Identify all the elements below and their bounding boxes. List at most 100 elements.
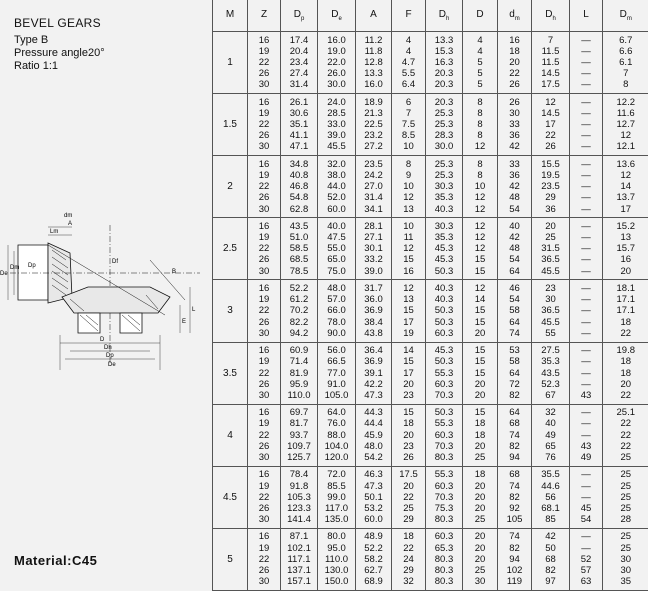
table-value: 74 [509,480,520,492]
table-value: — [581,181,591,193]
table-value: 19.5 [541,169,560,181]
table-value: 31.5 [541,243,560,255]
table-value: 26 [258,68,270,80]
table-value: 11.6 [616,107,635,119]
table-value: 33 [509,119,520,131]
table-header-row: M Z Dp De A F Dh D dm Dh L Dm [212,0,648,32]
table-value: 12 [403,192,414,204]
table-value: 70.3 [434,491,454,503]
table-value: 35.3 [434,232,454,244]
table-value: 15 [474,254,486,266]
table-value: 82 [509,440,520,452]
table-value: 45.3 [434,254,454,266]
table-value: 8 [477,169,483,181]
table-value: 17.4 [289,34,309,46]
table-value: 45.5 [541,316,560,328]
table-value: 68 [545,553,556,565]
table-value: 7 [623,68,629,80]
table-value: 30 [258,203,270,215]
table-value: 49 [580,452,592,464]
table-value: 16 [258,34,270,46]
table-value: 36.9 [364,305,383,317]
table-value: 23 [403,440,414,452]
table-value: 25 [474,514,486,526]
table-value: 17 [403,367,414,379]
table-value: 22.5 [364,119,383,131]
table-value: 62.8 [289,203,309,215]
table-value: 44.0 [327,181,346,193]
table-value: 12 [474,192,486,204]
table-value: 64 [509,265,520,277]
table-value: 64 [509,367,520,379]
table-value: 110.0 [287,389,311,401]
table-value: 150.0 [324,576,349,588]
table-value: — [581,480,591,492]
table-value: 54.2 [364,452,383,464]
table-value: 36.0 [364,294,383,306]
table-value: 24.0 [327,96,346,108]
table-value: 117.1 [287,553,311,565]
table-value: 55.3 [434,469,454,481]
table-value: 25.1 [616,407,636,419]
table-value: 125.7 [287,452,311,464]
table-value: 41.1 [289,130,309,142]
table-value: 26.0 [327,68,346,80]
table-value: 82 [545,565,556,577]
table-value: 30 [620,553,632,565]
table-value: 43 [580,440,592,452]
table-value: 12 [620,130,632,142]
table-value: 15 [474,265,486,277]
table-value: 20 [403,429,414,441]
table-value: 40.3 [434,282,454,294]
table-value: 14.5 [541,107,560,119]
table-value: 30 [258,452,270,464]
table-value: 19 [258,356,270,368]
table-value: 70.2 [289,305,309,317]
table-value: — [581,367,591,379]
table-value: 10 [474,181,486,193]
table-value: 25 [620,542,632,554]
table-value: 22 [403,491,414,503]
col-header-dh2: Dh [531,0,570,32]
table-value: 70.3 [434,440,454,452]
table-value: 64 [509,407,520,419]
table-value: 22 [509,68,520,80]
table-value: — [581,418,591,430]
table-value: 58.5 [289,243,309,255]
table-value: 12 [474,243,486,255]
table-value: 23 [403,389,414,401]
table-value: 53 [509,345,520,357]
table-value: 16.0 [364,79,383,91]
col-l-cell: ————— [569,279,603,343]
table-value: 51.0 [289,232,309,244]
table-value: 60.0 [327,203,346,215]
table-value: 8 [477,96,483,108]
table-value: 30.0 [434,141,454,153]
dp-bottom-label: Dp [106,353,114,359]
table-value: 25 [545,232,556,244]
table-value: 76 [545,452,556,464]
table-value: 8 [477,130,483,142]
table-value: 22.0 [327,56,346,68]
table-value: 66.0 [327,305,346,317]
table-value: 20 [545,220,556,232]
table-value: 16 [258,407,270,419]
table-value: 12.2 [616,96,636,108]
table-value: 16.3 [434,56,454,68]
table-value: 48.0 [327,282,346,294]
table-value: 23.2 [364,130,383,142]
table-value: 40 [509,220,520,232]
table-value: 19 [258,542,270,554]
table-value: 17.1 [616,305,636,317]
